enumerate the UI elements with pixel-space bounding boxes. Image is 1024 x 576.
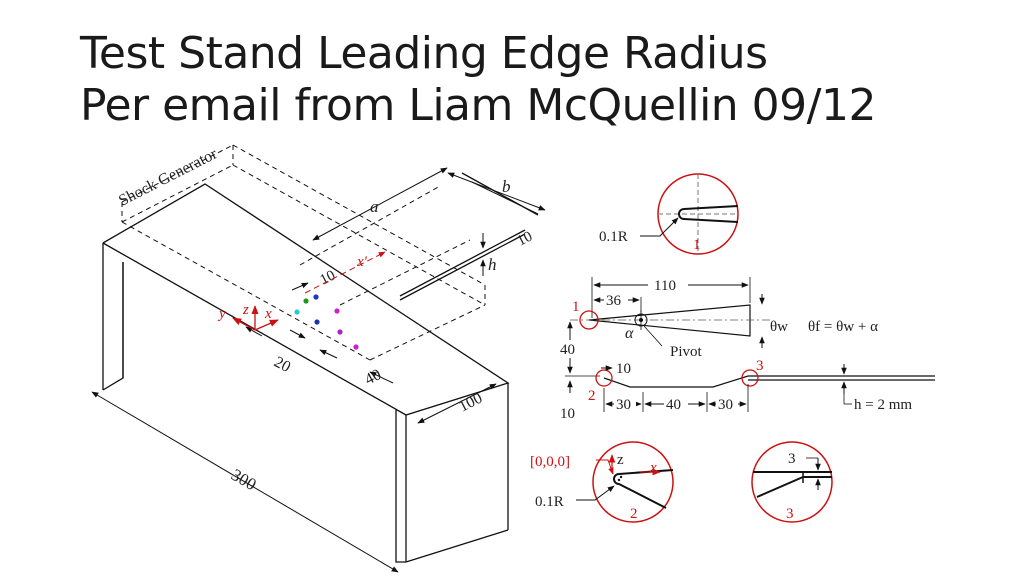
detail-3-number: 3: [786, 506, 794, 522]
detail-2-number: 2: [630, 506, 638, 522]
dim-h-label: h: [488, 255, 497, 274]
side-view: 110 36 θw θf = θw + α α Pivot 1 40 2 3 1…: [558, 276, 935, 422]
ramp-profile: [603, 375, 935, 388]
side-marker-2: 2: [588, 388, 596, 404]
detail-1-number: 1: [693, 237, 701, 253]
side-marker-1: 1: [572, 299, 580, 315]
detail-3-callout: 3 3: [751, 441, 833, 523]
sensor-dot: [353, 344, 359, 350]
slide-title: Test Stand Leading Edge Radius Per email…: [80, 28, 876, 132]
sensor-dot: [303, 298, 309, 304]
dim-20-label: 20: [271, 354, 293, 377]
detail-2-radius: 0.1R: [535, 494, 564, 510]
side-dim-30a-label: 30: [616, 397, 631, 413]
side-dim-40b-label: 40: [666, 397, 681, 413]
side-marker-3: 3: [756, 358, 764, 374]
detail-2-origin: [0,0,0]: [530, 454, 570, 470]
detail-2-axis-x: x: [649, 460, 657, 476]
dim-110-label: 110: [654, 278, 676, 294]
theta-f-equation: θf = θw + α: [808, 319, 878, 335]
dim-100-label: 100: [456, 390, 485, 416]
axis-y-label: y: [217, 306, 226, 322]
iso-block: [102, 183, 510, 563]
side-dim-10-vertical: 10: [560, 406, 575, 422]
side-dim-30b-label: 30: [718, 397, 733, 413]
dim-b-label: b: [502, 177, 511, 196]
title-line-2: Per email from Liam McQuellin 09/12: [80, 80, 876, 131]
dim-10-top-label: 10: [515, 228, 536, 249]
sensor-dot: [334, 308, 340, 314]
dim-300-label: 300: [228, 465, 260, 494]
axis-x-label: x: [264, 306, 272, 322]
sensor-dots: [294, 294, 359, 350]
sensor-dot: [294, 309, 300, 315]
detail-2-callout: [0,0,0] z x 0.1R 2: [530, 441, 674, 523]
detail-1-radius: 0.1R: [599, 229, 628, 245]
pivot-label: Pivot: [670, 344, 703, 360]
iso-test-stand: Shock Generator a b 10 h 10 20 40 100 30…: [91, 144, 546, 573]
axis-xprime-label: x': [356, 254, 368, 270]
iso-dimensions: [91, 167, 546, 573]
axis-z-label: z: [242, 302, 249, 318]
wedge-profile: [588, 304, 751, 337]
detail-3-dim: 3: [788, 451, 796, 467]
detail-1-callout: 0.1R 1: [599, 173, 739, 255]
h-equation: h = 2 mm: [854, 397, 912, 413]
alpha-label: α: [625, 325, 634, 342]
dim-10-mid-label: 10: [318, 267, 339, 288]
iso-axes: y z x x': [217, 251, 386, 331]
sensor-dot: [337, 329, 343, 335]
dim-a-label: a: [370, 197, 379, 216]
sensor-dot: [313, 294, 319, 300]
detail-2-axis-z: z: [617, 452, 624, 468]
sensor-dot: [314, 319, 320, 325]
dim-40-label: 40: [362, 366, 384, 388]
theta-w-label: θw: [770, 319, 788, 335]
shock-generator-label: Shock Generator: [116, 145, 221, 209]
dim-36-label: 36: [606, 293, 622, 309]
side-dim-40-label: 40: [560, 342, 575, 358]
title-line-1: Test Stand Leading Edge Radius: [80, 28, 768, 79]
side-dim-10-horizontal: 10: [616, 361, 631, 377]
